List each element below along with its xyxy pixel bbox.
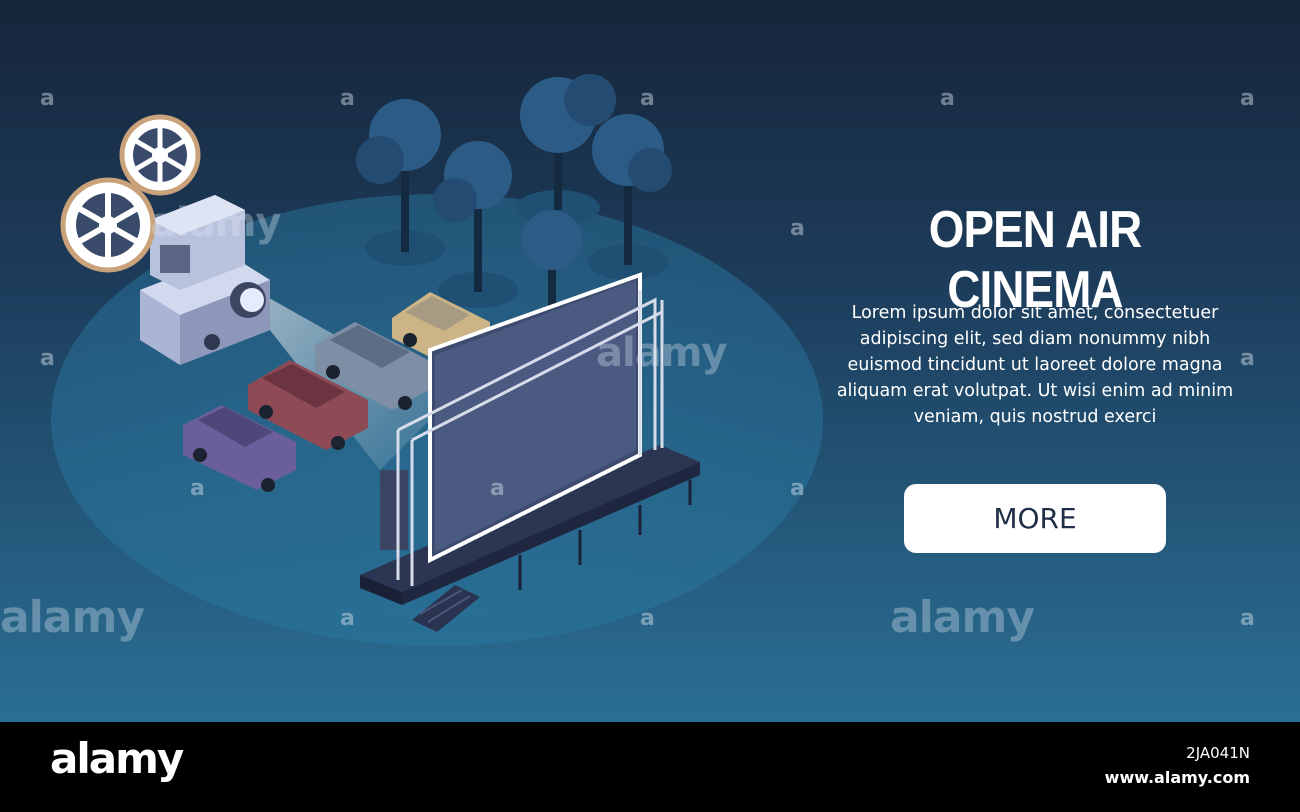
car-icon [248, 360, 368, 450]
more-button[interactable]: MORE [904, 484, 1166, 553]
car-icon [315, 322, 432, 410]
cinema-illustration [51, 74, 823, 646]
screen-stage-icon [360, 272, 700, 632]
cinema-banner: a a a a a a a a a a a a a a alamy alamy … [0, 0, 1300, 722]
image-id-label: 2JA041N [1186, 744, 1250, 762]
footer-bar: alamy 2JA041N www.alamy.com [0, 722, 1300, 812]
tree-icon [588, 114, 672, 280]
film-projector-icon [60, 114, 270, 365]
footer-url[interactable]: www.alamy.com [1104, 768, 1250, 787]
page-title: OPEN AIR CINEMA [928, 201, 1142, 319]
car-icon [183, 405, 296, 492]
tree-icon [433, 141, 518, 308]
description-text: Lorem ipsum dolor sit amet, consectetuer… [836, 303, 1234, 427]
tree-icon [356, 99, 445, 266]
footer-logo: alamy [50, 734, 184, 783]
